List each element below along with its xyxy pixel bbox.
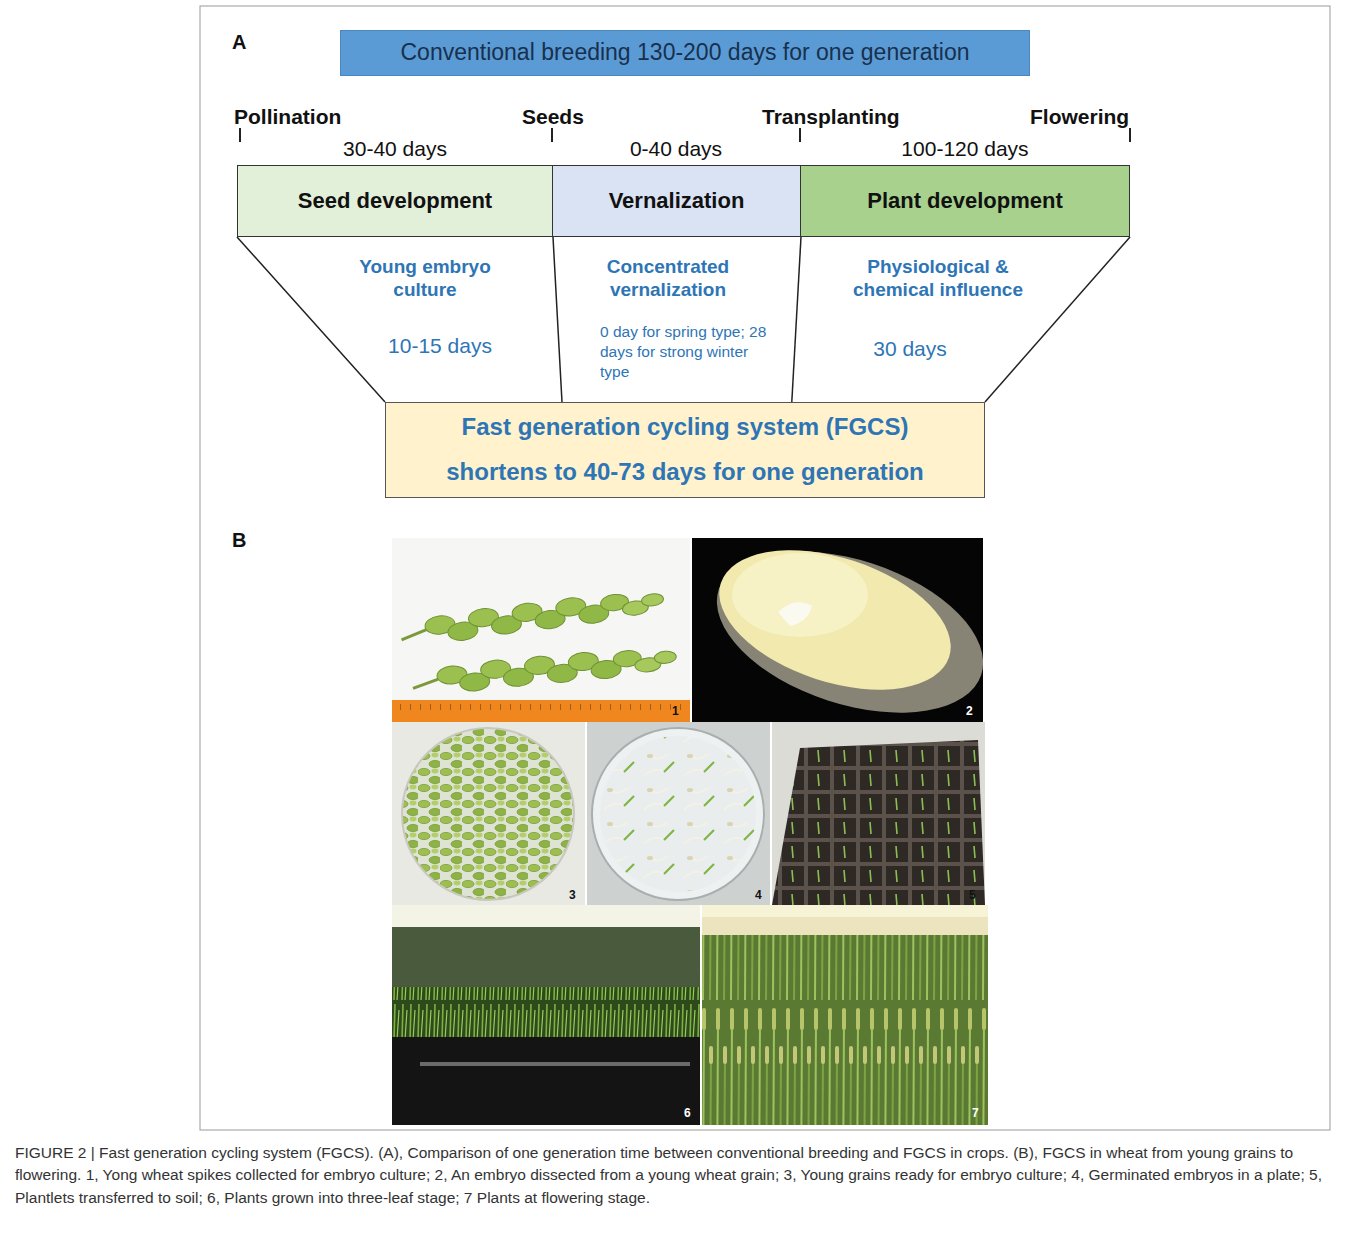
box-text: Conventional breeding 130-200 days for o… [400, 39, 969, 67]
photo-tray [772, 722, 985, 905]
stage-box: Vernalization [552, 165, 801, 237]
callout-number: 3 [569, 888, 576, 902]
photo-grains [392, 722, 585, 905]
stage-box: Seed development [237, 165, 553, 237]
stage-box: Plant development [800, 165, 1130, 237]
photo-flowering [702, 905, 988, 1125]
photo-three-leaf [392, 905, 700, 1125]
timeline-label: Flowering [1030, 104, 1129, 129]
box-text: Plant development [867, 188, 1063, 214]
figure-frame [200, 6, 1330, 1130]
box-text: Vernalization [609, 188, 745, 214]
callout-number: 2 [966, 704, 973, 718]
method-label: Concentrated vernalization [583, 256, 753, 302]
method-label: Physiological & chemical influence [836, 256, 1041, 302]
callout-number: 6 [684, 1106, 691, 1120]
photo-spikes [392, 538, 690, 722]
note-text: 0 day for spring type; 28 days for stron… [600, 322, 768, 382]
timeline-label: Seeds [522, 104, 584, 129]
duration-label: 100-120 days [865, 136, 1065, 161]
box-text: Seed development [298, 188, 492, 214]
funnel-line [792, 237, 801, 402]
callout-number: 4 [755, 888, 762, 902]
photo-germinated [587, 722, 770, 905]
photo-embryo [692, 521, 1003, 743]
duration-label: 10-15 days [360, 333, 520, 358]
funnel-line [237, 237, 562, 402]
panel-letter: A [232, 30, 246, 54]
timeline-label: Pollination [234, 104, 341, 129]
duration-label: 30 days [845, 336, 975, 361]
title-banner: Conventional breeding 130-200 days for o… [340, 30, 1030, 76]
method-label: Young embryo culture [345, 256, 505, 302]
callout-number: 1 [672, 704, 679, 718]
callout-number: 5 [969, 888, 976, 902]
timeline-label: Transplanting [762, 104, 900, 129]
callout-number: 7 [972, 1106, 979, 1120]
box-text: shortens to 40-73 days for one generatio… [446, 458, 923, 487]
panel-letter: B [232, 528, 246, 552]
box-text: Fast generation cycling system (FGCS) [462, 413, 909, 442]
result-box: Fast generation cycling system (FGCS) sho… [385, 402, 985, 498]
duration-label: 30-40 days [295, 136, 495, 161]
duration-label: 0-40 days [576, 136, 776, 161]
figure-caption: FIGURE 2 | Fast generation cycling syste… [15, 1142, 1343, 1209]
